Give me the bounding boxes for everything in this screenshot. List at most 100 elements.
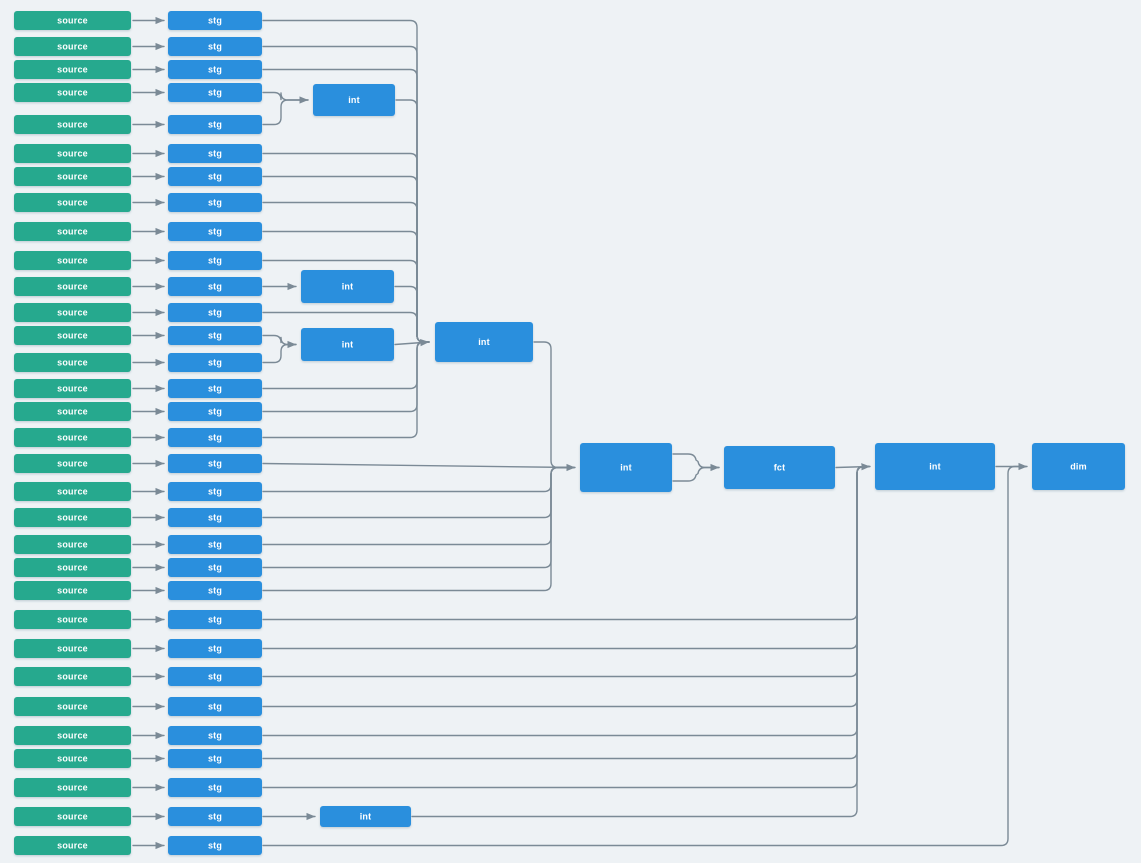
stage-node[interactable]: stg: [168, 37, 262, 56]
source-node-box[interactable]: [14, 558, 131, 577]
stage-node[interactable]: stg: [168, 326, 262, 345]
source-node-box[interactable]: [14, 251, 131, 270]
dimension-node-box[interactable]: [1032, 443, 1125, 490]
stage-node[interactable]: stg: [168, 482, 262, 501]
source-node[interactable]: source: [14, 60, 131, 79]
stage-node-box[interactable]: [168, 303, 262, 322]
stage-node[interactable]: stg: [168, 83, 262, 102]
stage-node-box[interactable]: [168, 60, 262, 79]
source-node[interactable]: source: [14, 836, 131, 855]
stage-node[interactable]: stg: [168, 508, 262, 527]
source-node-box[interactable]: [14, 11, 131, 30]
dimension-node[interactable]: dim: [1032, 443, 1125, 490]
source-node[interactable]: source: [14, 454, 131, 473]
stage-node-box[interactable]: [168, 428, 262, 447]
stage-node-box[interactable]: [168, 726, 262, 745]
stage-node-box[interactable]: [168, 379, 262, 398]
stage-node-box[interactable]: [168, 807, 262, 826]
intermediate-node[interactable]: int: [875, 443, 995, 490]
source-node[interactable]: source: [14, 482, 131, 501]
intermediate-node[interactable]: int: [435, 322, 533, 362]
source-node-box[interactable]: [14, 167, 131, 186]
source-node-box[interactable]: [14, 581, 131, 600]
source-node[interactable]: source: [14, 379, 131, 398]
intermediate-node-box[interactable]: [301, 328, 394, 361]
stage-node[interactable]: stg: [168, 11, 262, 30]
stage-node[interactable]: stg: [168, 251, 262, 270]
source-node[interactable]: source: [14, 193, 131, 212]
stage-node-box[interactable]: [168, 639, 262, 658]
source-node[interactable]: source: [14, 402, 131, 421]
source-node-box[interactable]: [14, 667, 131, 686]
source-node[interactable]: source: [14, 326, 131, 345]
stage-node-box[interactable]: [168, 535, 262, 554]
source-node[interactable]: source: [14, 428, 131, 447]
stage-node-box[interactable]: [168, 144, 262, 163]
stage-node[interactable]: stg: [168, 277, 262, 296]
stage-node[interactable]: stg: [168, 60, 262, 79]
source-node[interactable]: source: [14, 144, 131, 163]
intermediate-node[interactable]: int: [301, 328, 394, 361]
stage-node-box[interactable]: [168, 11, 262, 30]
stage-node[interactable]: stg: [168, 379, 262, 398]
source-node[interactable]: source: [14, 639, 131, 658]
stage-node-box[interactable]: [168, 581, 262, 600]
source-node[interactable]: source: [14, 749, 131, 768]
stage-node[interactable]: stg: [168, 428, 262, 447]
stage-node-box[interactable]: [168, 558, 262, 577]
stage-node[interactable]: stg: [168, 836, 262, 855]
intermediate-node-box[interactable]: [875, 443, 995, 490]
stage-node[interactable]: stg: [168, 749, 262, 768]
source-node[interactable]: source: [14, 167, 131, 186]
stage-node-box[interactable]: [168, 402, 262, 421]
source-node-box[interactable]: [14, 37, 131, 56]
source-node[interactable]: source: [14, 610, 131, 629]
source-node-box[interactable]: [14, 144, 131, 163]
source-node-box[interactable]: [14, 482, 131, 501]
stage-node[interactable]: stg: [168, 610, 262, 629]
source-node-box[interactable]: [14, 222, 131, 241]
source-node-box[interactable]: [14, 326, 131, 345]
stage-node-box[interactable]: [168, 277, 262, 296]
source-node-box[interactable]: [14, 639, 131, 658]
stage-node[interactable]: stg: [168, 193, 262, 212]
stage-node-box[interactable]: [168, 37, 262, 56]
intermediate-node[interactable]: int: [301, 270, 394, 303]
source-node[interactable]: source: [14, 807, 131, 826]
stage-node-box[interactable]: [168, 508, 262, 527]
intermediate-node[interactable]: int: [580, 443, 672, 492]
stage-node-box[interactable]: [168, 778, 262, 797]
source-node[interactable]: source: [14, 115, 131, 134]
stage-node-box[interactable]: [168, 610, 262, 629]
intermediate-node[interactable]: int: [313, 84, 395, 116]
intermediate-node-box[interactable]: [301, 270, 394, 303]
stage-node-box[interactable]: [168, 326, 262, 345]
stage-node-box[interactable]: [168, 454, 262, 473]
stage-node[interactable]: stg: [168, 402, 262, 421]
source-node-box[interactable]: [14, 60, 131, 79]
stage-node-box[interactable]: [168, 482, 262, 501]
stage-node-box[interactable]: [168, 193, 262, 212]
stage-node[interactable]: stg: [168, 303, 262, 322]
source-node[interactable]: source: [14, 83, 131, 102]
intermediate-node[interactable]: int: [320, 806, 411, 827]
source-node[interactable]: source: [14, 251, 131, 270]
source-node-box[interactable]: [14, 402, 131, 421]
source-node-box[interactable]: [14, 379, 131, 398]
stage-node[interactable]: stg: [168, 667, 262, 686]
stage-node-box[interactable]: [168, 167, 262, 186]
stage-node[interactable]: stg: [168, 558, 262, 577]
stage-node-box[interactable]: [168, 115, 262, 134]
stage-node[interactable]: stg: [168, 726, 262, 745]
fact-node-box[interactable]: [724, 446, 835, 489]
intermediate-node-box[interactable]: [320, 806, 411, 827]
stage-node[interactable]: stg: [168, 807, 262, 826]
stage-node[interactable]: stg: [168, 535, 262, 554]
stage-node-box[interactable]: [168, 353, 262, 372]
source-node-box[interactable]: [14, 726, 131, 745]
source-node-box[interactable]: [14, 428, 131, 447]
source-node[interactable]: source: [14, 558, 131, 577]
source-node[interactable]: source: [14, 667, 131, 686]
stage-node[interactable]: stg: [168, 778, 262, 797]
stage-node-box[interactable]: [168, 222, 262, 241]
